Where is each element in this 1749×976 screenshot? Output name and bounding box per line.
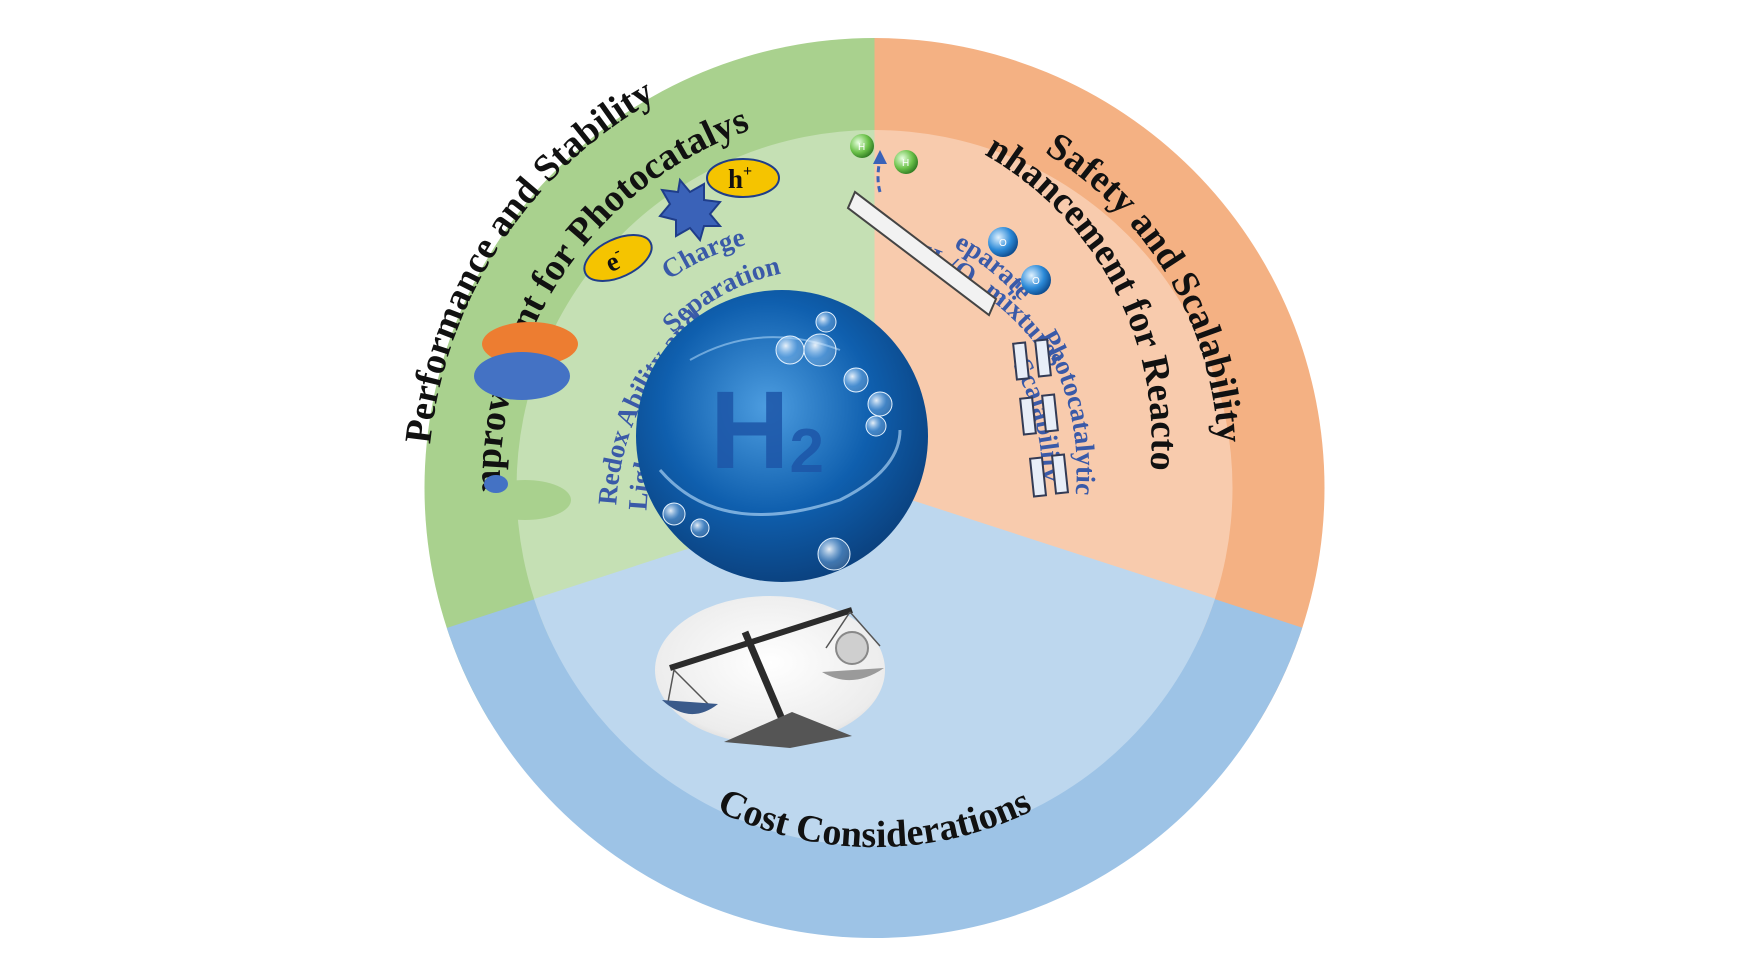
- reactor-panels-icon: [1012, 338, 1070, 498]
- h-atom-2-label: H: [902, 158, 909, 169]
- h-atom-1: [850, 134, 874, 158]
- bubble-6: [865, 415, 887, 437]
- pan-right: [822, 668, 884, 681]
- star-burst-icon: [658, 177, 723, 243]
- h-atom-2: [894, 150, 918, 174]
- scale-beam: [669, 607, 853, 671]
- water-swirl: [658, 429, 902, 516]
- band-small-blue-ellipse: [484, 475, 508, 493]
- bubble-2: [803, 333, 837, 367]
- center-sphere: [636, 290, 928, 582]
- arrow-up-head: [873, 150, 887, 164]
- scale-base: [724, 712, 852, 748]
- band-structure-icon: [474, 322, 578, 520]
- center-h2-sphere: H2: [636, 290, 928, 582]
- pan-left-chain-2: [673, 669, 711, 707]
- balance-scale-icon: [655, 596, 885, 748]
- o-atom-1: [988, 227, 1018, 257]
- panel-1b: [1034, 338, 1052, 378]
- band-blue-ellipse: [474, 352, 570, 400]
- bubble-8: [690, 518, 710, 538]
- bubble-1: [775, 335, 805, 365]
- panel-3a: [1028, 456, 1048, 498]
- panel-3b: [1050, 453, 1070, 495]
- panel-2a: [1019, 396, 1037, 436]
- membrane-plate: [846, 190, 998, 317]
- bubble-9: [817, 537, 851, 571]
- bubble-4: [843, 367, 869, 393]
- separation-membrane-icon: H H O O: [846, 134, 1051, 317]
- o-atom-2: [1021, 265, 1051, 295]
- arrow-up-icon: [876, 159, 882, 193]
- panel-1a: [1012, 341, 1030, 381]
- o-atom-2-label: O: [1032, 276, 1040, 287]
- arrow-right-icon: [999, 279, 1024, 302]
- bubble-3: [815, 311, 837, 333]
- h2-symbol: H2: [710, 369, 824, 492]
- pan-left: [662, 700, 718, 715]
- pan-right-chain-2: [849, 611, 881, 647]
- bubble-7: [662, 502, 686, 526]
- pan-right-coins: [835, 631, 869, 665]
- o-atom-1-label: O: [999, 238, 1007, 249]
- pan-right-chain-1: [825, 611, 851, 649]
- pan-left-chain-1: [667, 669, 675, 703]
- h-atom-1-label: H: [858, 142, 865, 153]
- hole-ellipse: [706, 158, 780, 198]
- panel-2b: [1041, 393, 1059, 433]
- bubble-5: [867, 391, 893, 417]
- hole-label: h+: [728, 163, 752, 194]
- charge-separation-icon: e- h+: [583, 158, 780, 282]
- electron-ellipse: [583, 234, 653, 282]
